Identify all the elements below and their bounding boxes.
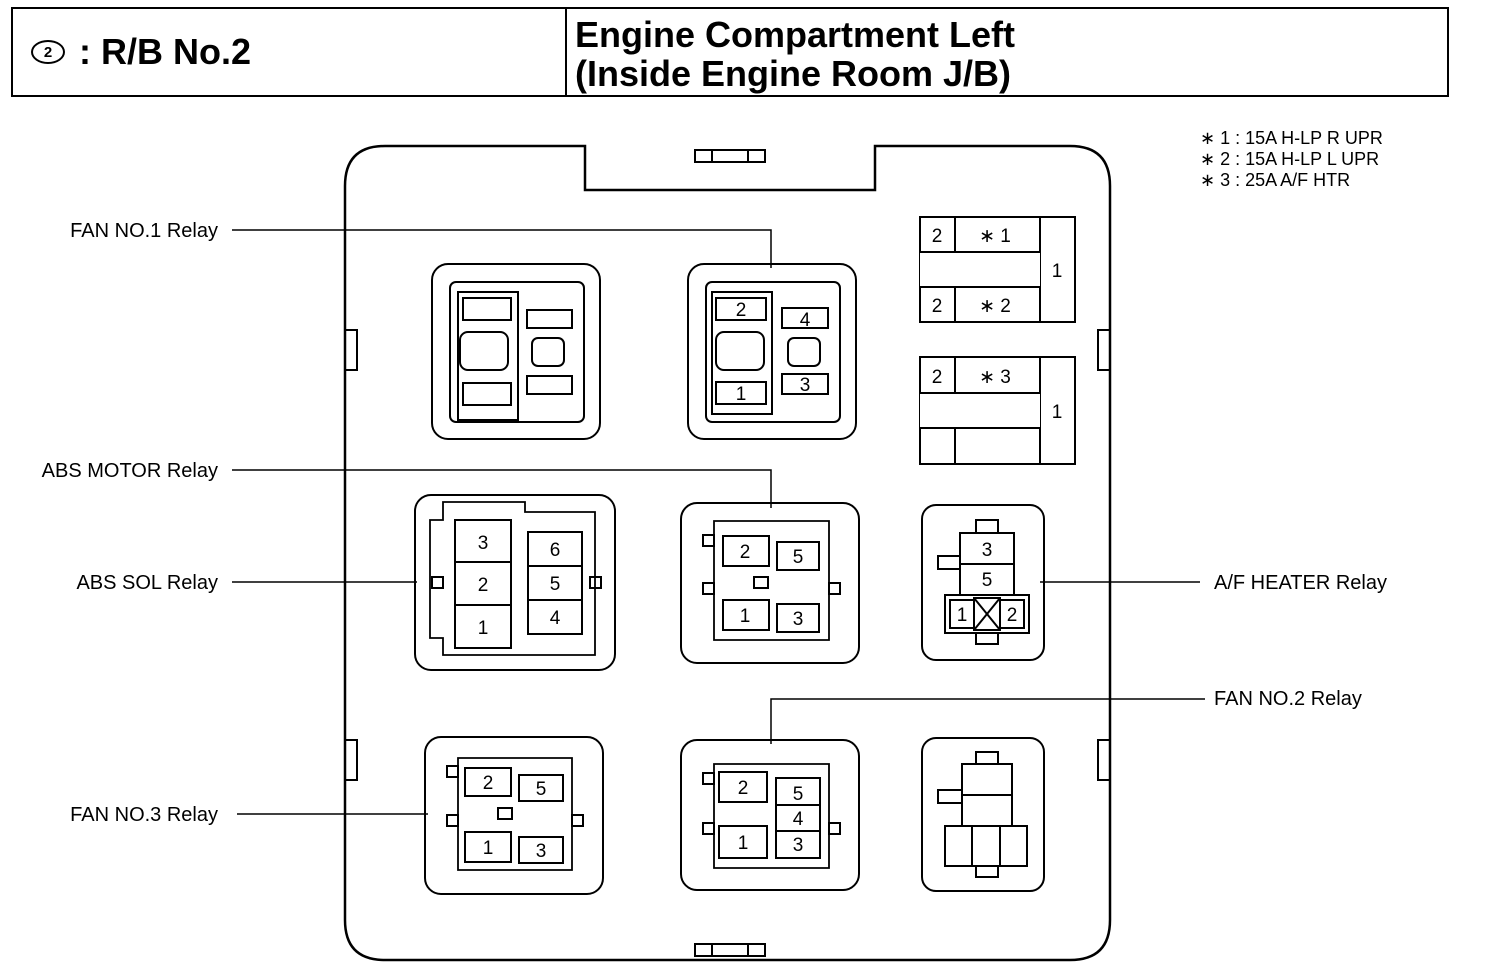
label-abs-motor: ABS MOTOR Relay — [42, 460, 218, 482]
label-fan-no1: FAN NO.1 Relay — [70, 220, 218, 242]
fuse3-common-pin: 1 — [1052, 402, 1063, 423]
fan2-pin: 2 — [738, 778, 749, 799]
fan3-pin: 3 — [536, 841, 547, 862]
abs-sol-pin: 4 — [550, 608, 561, 629]
fuse-note-3: ∗ 3 : 25A A/F HTR — [1200, 170, 1351, 190]
af-heater-pin: 1 — [957, 605, 968, 626]
leader-fan1 — [232, 229, 772, 268]
block-id: 2 : R/B No.2 — [31, 31, 251, 73]
fuse-group-3 — [919, 356, 1076, 465]
abs-motor-pin: 5 — [793, 547, 804, 568]
abs-sol-pin: 3 — [478, 533, 489, 554]
block-name: : R/B No.2 — [79, 31, 252, 72]
fuse2-pin: 2 — [932, 296, 943, 317]
fan2-pin: 1 — [738, 833, 749, 854]
fuse-note-1: ∗ 1 : 15A H-LP R UPR — [1200, 128, 1383, 148]
fan2-pin: 5 — [793, 784, 804, 805]
unlabeled-relay-top-left — [431, 263, 601, 440]
label-af-heater: A/F HEATER Relay — [1214, 572, 1387, 594]
af-heater-pin: 3 — [982, 540, 993, 561]
abs-motor-pin: 3 — [793, 609, 804, 630]
header-box: 2 : R/B No.2 Engine Compartment Left (In… — [11, 7, 1449, 97]
leader-fan2 — [770, 698, 1205, 744]
abs-motor-pin: 1 — [740, 606, 751, 627]
header-divider — [565, 9, 567, 95]
af-heater-pin: 2 — [1007, 605, 1018, 626]
fan1-pin: 2 — [736, 300, 747, 321]
label-abs-sol: ABS SOL Relay — [76, 572, 218, 594]
unlabeled-relay-bottom-right — [921, 737, 1045, 892]
fan-no3-relay — [424, 736, 604, 895]
fan3-pin: 1 — [483, 838, 494, 859]
fuse-group-1-2 — [919, 216, 1076, 323]
abs-sol-pin: 1 — [478, 618, 489, 639]
fuse3-pin: 2 — [932, 367, 943, 388]
fan3-pin: 2 — [483, 773, 494, 794]
fan1-pin: 4 — [800, 310, 811, 331]
fan2-pin: 3 — [793, 835, 804, 856]
location-line-2: (Inside Engine Room J/B) — [575, 53, 1012, 94]
label-fan-no3: FAN NO.3 Relay — [70, 804, 218, 826]
connector-number-badge: 2 — [31, 40, 65, 64]
fan3-pin: 5 — [536, 779, 547, 800]
fuse1-label: ∗ 1 — [979, 226, 1011, 247]
fuse-notes: ∗ 1 : 15A H-LP R UPR ∗ 2 : 15A H-LP L UP… — [1200, 128, 1383, 191]
fan1-pin: 1 — [736, 384, 747, 405]
fuse1-pin: 2 — [932, 226, 943, 247]
label-fan-no2: FAN NO.2 Relay — [1214, 688, 1362, 710]
junction-block-housing — [343, 144, 1112, 962]
abs-sol-pin: 6 — [550, 540, 561, 561]
fan1-pin: 3 — [800, 375, 811, 396]
leader-abs-motor — [232, 469, 772, 508]
location-line-1: Engine Compartment Left — [575, 14, 1016, 55]
af-heater-relay — [921, 504, 1045, 661]
location-title: Engine Compartment Left (Inside Engine R… — [575, 15, 1015, 93]
fuse12-common-pin: 1 — [1052, 261, 1063, 282]
fan-no1-relay — [687, 263, 857, 440]
abs-sol-pin: 5 — [550, 574, 561, 595]
af-heater-pin: 5 — [982, 570, 993, 591]
fan-no2-relay — [680, 739, 860, 891]
abs-sol-pin: 2 — [478, 575, 489, 596]
abs-motor-pin: 2 — [740, 542, 751, 563]
fuse-note-2: ∗ 2 : 15A H-LP L UPR — [1200, 149, 1380, 169]
leader-lines — [232, 229, 1205, 815]
fan2-pin: 4 — [793, 809, 804, 830]
abs-motor-relay — [680, 502, 860, 664]
fuse3-label: ∗ 3 — [979, 367, 1011, 388]
abs-sol-relay — [414, 494, 616, 671]
fuse2-label: ∗ 2 — [979, 296, 1011, 317]
